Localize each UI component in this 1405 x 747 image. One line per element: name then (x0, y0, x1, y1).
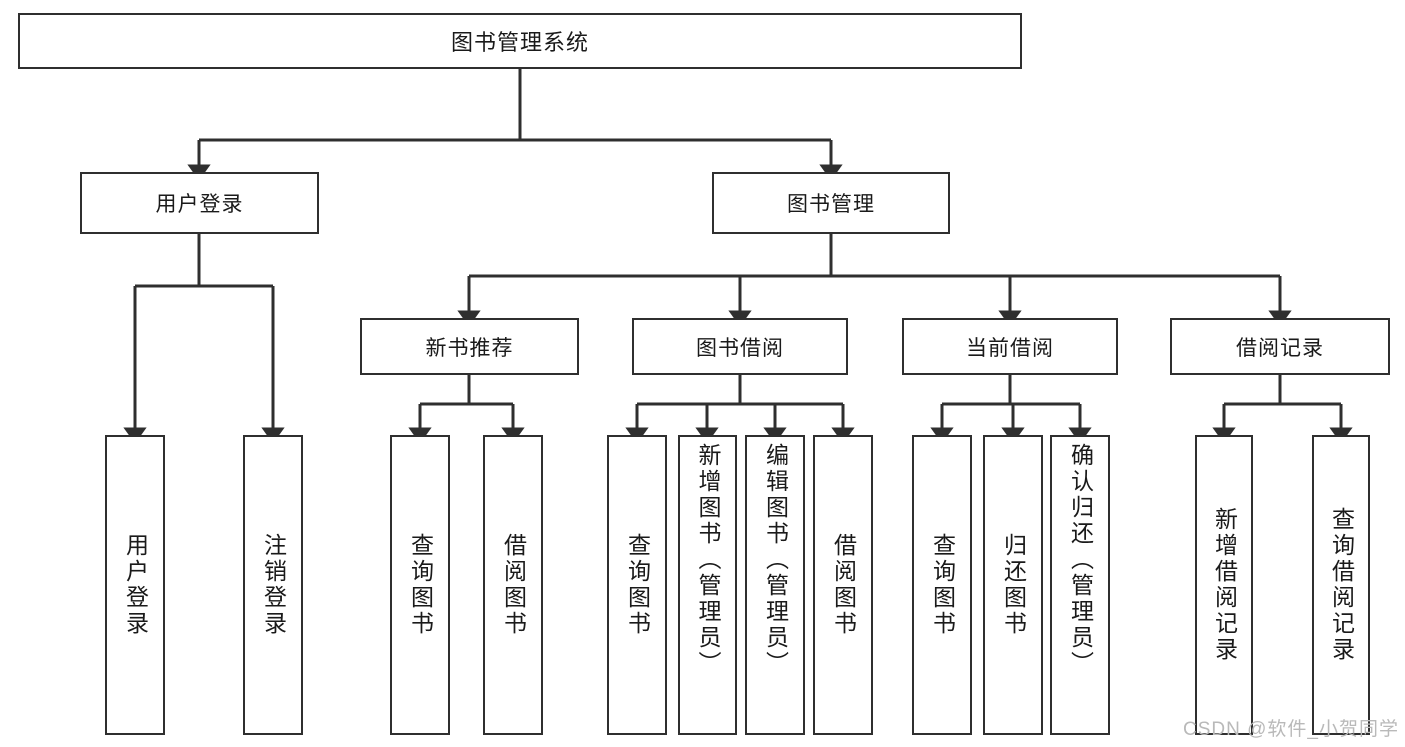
leaf-confirm-return-admin[interactable]: 确认归还（管理员） (1050, 435, 1110, 735)
leaf-return-book[interactable]: 归还图书 (983, 435, 1043, 735)
leaf-query-borrow-record[interactable]: 查询借阅记录 (1312, 435, 1370, 735)
leaf-user-login[interactable]: 用户登录 (105, 435, 165, 735)
leaf-borrow-book-recommend[interactable]: 借阅图书 (483, 435, 543, 735)
node-borrow-records[interactable]: 借阅记录 (1170, 318, 1390, 375)
leaf-query-book-borrow[interactable]: 查询图书 (607, 435, 667, 735)
leaf-query-book-recommend[interactable]: 查询图书 (390, 435, 450, 735)
node-book-management[interactable]: 图书管理 (712, 172, 950, 234)
node-root-system[interactable]: 图书管理系统 (18, 13, 1022, 69)
leaf-add-book-admin[interactable]: 新增图书（管理员） (678, 435, 737, 735)
node-current-borrow[interactable]: 当前借阅 (902, 318, 1118, 375)
leaf-logout[interactable]: 注销登录 (243, 435, 303, 735)
leaf-borrow-book[interactable]: 借阅图书 (813, 435, 873, 735)
leaf-query-book-current[interactable]: 查询图书 (912, 435, 972, 735)
node-new-book-recommend[interactable]: 新书推荐 (360, 318, 579, 375)
leaf-edit-book-admin[interactable]: 编辑图书（管理员） (745, 435, 805, 735)
node-user-login[interactable]: 用户登录 (80, 172, 319, 234)
node-book-borrow[interactable]: 图书借阅 (632, 318, 848, 375)
leaf-add-borrow-record[interactable]: 新增借阅记录 (1195, 435, 1253, 735)
